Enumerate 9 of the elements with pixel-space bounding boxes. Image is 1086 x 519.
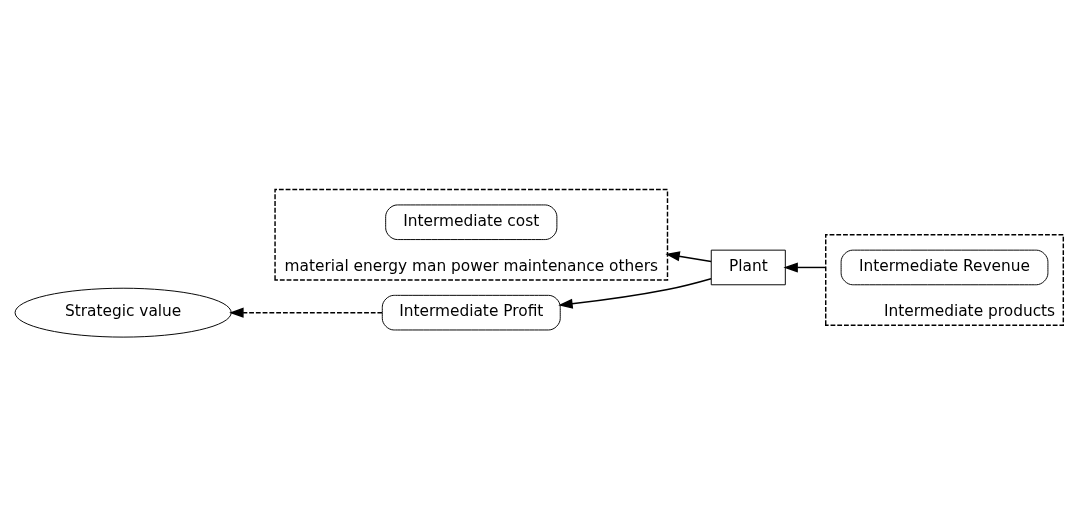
node-box: Plant (710, 249, 786, 286)
node-box: Intermediate Revenue (840, 249, 1049, 286)
arrow (665, 251, 712, 263)
arrow (229, 307, 383, 318)
node-box: Intermediate cost (385, 204, 558, 241)
arrow (783, 262, 827, 273)
arrow (558, 278, 712, 309)
node-ellipse: Strategic value (14, 287, 232, 338)
node-box: Intermediate Profit (381, 294, 561, 331)
